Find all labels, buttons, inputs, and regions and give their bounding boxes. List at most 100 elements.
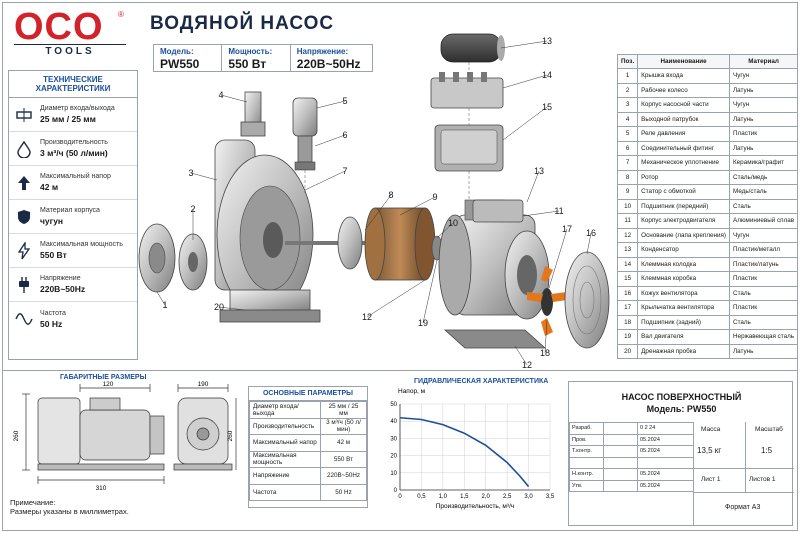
table-row: Н.контр.05.2024 — [569, 468, 794, 481]
y-tick-label: 50 — [390, 402, 397, 408]
callout-leader — [436, 222, 454, 239]
parts-material: Пластик — [729, 271, 799, 287]
main-params-heading: ОСНОВНЫЕ ПАРАМЕТРЫ — [249, 387, 367, 401]
param-label: Диаметр входа/выхода — [249, 401, 321, 419]
callout-number: 5 — [342, 96, 347, 106]
x-tick-label: 3,0 — [524, 494, 533, 500]
tb-signer — [603, 479, 638, 492]
parts-material: Пластик — [729, 126, 799, 142]
part-terminal-block — [430, 72, 504, 109]
arrow-up-icon — [13, 172, 35, 194]
tech-label: Максимальная мощность — [40, 241, 123, 248]
dim-front-width: 190 — [198, 381, 209, 388]
callout-leader — [544, 319, 548, 354]
parts-name: Клеммная колодка — [637, 256, 731, 272]
callout-leader — [220, 94, 248, 103]
parts-name: Статор с обмоткой — [637, 184, 731, 200]
param-label: Частота — [249, 483, 321, 501]
tb-divider — [745, 422, 746, 492]
callout-number: 7 — [342, 166, 347, 176]
parts-header-row: Поз. Наименование Материал — [616, 54, 799, 69]
param-label: Напряжение — [249, 467, 321, 485]
section-divider — [2, 370, 798, 371]
part-inlet-cover — [138, 223, 176, 293]
callout-leader — [156, 291, 166, 306]
dimension-drawings: 120 260 310 190 260 — [13, 381, 237, 492]
parts-name: Корпус насосной части — [637, 97, 731, 113]
table-row: Утв.05.2024 — [569, 479, 794, 492]
tb-mass-value: 13,5 кг — [697, 446, 722, 455]
tb-signer — [603, 422, 638, 435]
callout-number: 10 — [448, 218, 458, 228]
parts-pos: 20 — [616, 343, 639, 359]
spec-label: Мощность: — [228, 47, 273, 56]
x-tick-label: 3,5 — [546, 494, 555, 500]
table-row — [569, 456, 794, 469]
side-view — [22, 384, 165, 484]
tb-sheet: Лист 1 — [701, 476, 721, 483]
param-value: 25 мм / 25 мм — [320, 401, 367, 419]
callout-number: 11 — [554, 206, 563, 216]
param-label: Производительность — [249, 417, 321, 435]
parts-pos: 18 — [616, 314, 639, 330]
callout-number: 12 — [522, 360, 532, 370]
y-tick-label: 40 — [390, 419, 397, 425]
parts-name: Рабочее колесо — [637, 82, 731, 98]
spec-value: PW550 — [160, 57, 200, 71]
parts-pos: 16 — [616, 285, 639, 301]
callout-number: 16 — [586, 228, 596, 238]
part-base — [443, 329, 547, 349]
dim-side-length: 310 — [96, 485, 107, 492]
dim-side-top: 120 — [103, 381, 114, 388]
tb-divider — [693, 468, 794, 469]
tb-role — [569, 456, 604, 469]
callout-leader — [548, 228, 568, 289]
callout-leader — [399, 196, 436, 216]
parts-material: Латунь — [729, 111, 799, 127]
parts-name: Конденсатор — [637, 242, 731, 258]
callout-leader — [502, 74, 548, 89]
tb-date: 0 2 24 — [637, 422, 694, 435]
x-axis-label: Производительность, м³/ч — [436, 503, 515, 510]
parts-name: Дренажная пробка — [637, 343, 731, 359]
parts-name: Выходной патрубок — [637, 111, 731, 127]
parts-material: Сталь/медь — [729, 169, 799, 185]
callout-leader — [314, 134, 346, 147]
tech-value: 220В~50Hz — [40, 284, 86, 294]
param-value: 3 м³/ч (50 л/мин) — [320, 417, 367, 435]
x-tick-label: 2,5 — [503, 494, 512, 500]
tb-scale-value: 1:5 — [761, 446, 773, 455]
guide-lines — [304, 62, 470, 200]
parts-material: Керамика/графит — [729, 155, 799, 171]
callout-number: 19 — [418, 318, 428, 328]
dimensions-heading: ГАБАРИТНЫЕ РАЗМЕРЫ — [60, 374, 147, 381]
lightning-icon — [13, 240, 35, 262]
tb-title: НАСОС ПОВЕРХНОСТНЫЙ — [621, 392, 742, 402]
tb-date: 05.2024 — [637, 445, 694, 458]
parts-name: Корпус электродвигателя — [637, 213, 731, 229]
tech-value: 42 м — [40, 182, 59, 192]
callout-number: 3 — [188, 168, 193, 178]
parts-name: Крышка входа — [637, 68, 731, 84]
parts-name: Реле давления — [637, 126, 731, 142]
x-tick-label: 2,0 — [482, 494, 491, 500]
callout-leader — [316, 100, 346, 109]
